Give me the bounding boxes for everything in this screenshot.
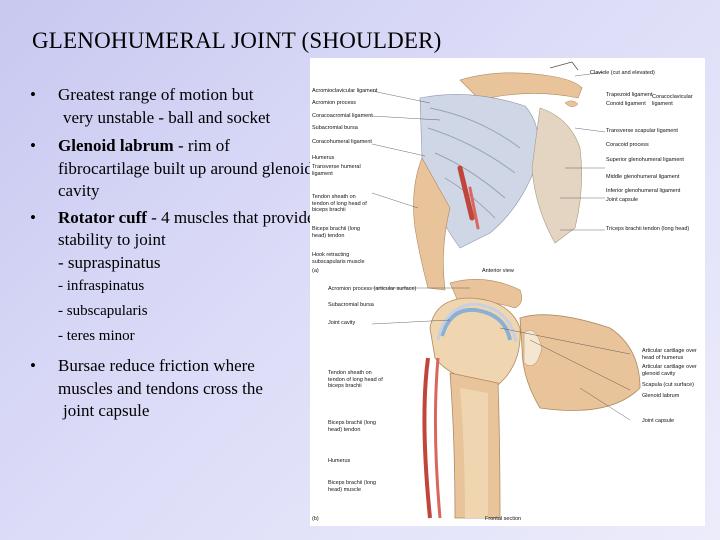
label-frontal-section: Frontal section [485, 516, 522, 522]
term-glenoid-labrum: Glenoid labrum [58, 136, 174, 155]
bullet-glyph: • [30, 136, 36, 155]
label-transverse-scapular-ligament: Transverse scapular ligament [606, 128, 678, 134]
label-acromioclavicular-ligament: Acromioclavicular ligament [312, 88, 378, 94]
label-joint-capsule-bottom: Joint capsule [642, 418, 675, 424]
anterior-view-illustration [413, 61, 583, 291]
bullet-bursae: • Bursae reduce friction where muscles a… [30, 355, 320, 423]
label-biceps-tendon-bottom: Biceps brachii (long head) tendon [328, 420, 376, 433]
label-joint-capsule-top: Joint capsule [606, 197, 639, 203]
label-conoid-ligament: Conoid ligament [606, 101, 646, 107]
label-clavicle: Clavicle (cut and elevated) [590, 70, 655, 76]
label-inferior-glenohumeral: Inferior glenohumeral ligament [606, 188, 681, 194]
label-biceps-muscle: Biceps brachii (long head) muscle [328, 480, 376, 493]
label-superior-glenohumeral: Superior glenohumeral ligament [606, 157, 684, 163]
label-acromion-articular: Acromion process (articular surface) [328, 286, 417, 292]
bullet-glenoid-labrum: • Glenoid labrum - rim of fibrocartilage… [30, 135, 320, 203]
label-humerus: Humerus [312, 155, 335, 161]
label-glenoid-labrum: Glenoid labrum [642, 393, 680, 399]
label-anterior-view: Anterior view [482, 268, 514, 274]
label-articular-cartilage-glenoid: Articular cartilage over glenoid cavity [642, 364, 697, 377]
label-coracoid-process: Coracoid process [606, 142, 649, 148]
label-coracoclavicular-ligament: Coracoclavicular ligament [652, 94, 693, 107]
sub-item-teres-minor: - teres minor [58, 328, 135, 344]
shoulder-anatomy-figure: Acromioclavicular ligament Acromion proc… [310, 58, 705, 526]
label-hook-retracting: Hook retracting subscapularis muscle [312, 252, 365, 265]
bullet-glyph: • [30, 207, 36, 227]
bullet-text-line: very unstable - ball and socket [63, 107, 271, 127]
label-trapezoid-ligament: Trapezoid ligament [606, 92, 653, 98]
label-corner-b: (b) [312, 516, 319, 522]
label-middle-glenohumeral: Middle glenohumeral ligament [606, 174, 680, 180]
bullet-list: • Greatest range of motion but very unst… [30, 84, 320, 423]
bullet-text-line: muscles and tendons cross the [58, 378, 263, 398]
bullet-glyph: • [30, 356, 36, 375]
bullet-text-line: Greatest range of motion but [58, 85, 254, 104]
label-biceps-tendon: Biceps brachii (long head) tendon [312, 226, 360, 239]
sub-item-infraspinatus: - infraspinatus [58, 278, 145, 294]
bullet-text: - rim of fibrocartilage built up around … [58, 136, 313, 200]
label-transverse-humeral-ligament: Transverse humeral ligament [312, 164, 361, 177]
bullet-rotator-cuff: • Rotator cuff - 4 muscles that provide … [30, 207, 320, 350]
label-subacromial-bursa-bottom: Subacromial bursa [328, 302, 374, 308]
label-coracoacromial-ligament: Coracoacromial ligament [312, 113, 373, 119]
label-coracohumeral-ligament: Coracohumeral ligament [312, 139, 372, 145]
label-humerus-bottom: Humerus [328, 458, 351, 464]
frontal-section-illustration [422, 279, 641, 519]
slide-title: GLENOHUMERAL JOINT (SHOULDER) [32, 28, 442, 53]
bullet-text-line: Bursae reduce friction where [58, 356, 255, 375]
label-subacromial-bursa: Subacromial bursa [312, 125, 358, 131]
label-tendon-sheath-bottom: Tendon sheath on tendon of long head of … [328, 370, 383, 389]
sub-item-supraspinatus: - supraspinatus [58, 252, 161, 272]
leader-lines [371, 71, 631, 421]
bullet-glyph: • [30, 85, 36, 104]
label-triceps-tendon: Triceps brachii tendon (long head) [606, 226, 690, 232]
label-joint-cavity: Joint cavity [328, 320, 356, 326]
label-scapula: Scapula (cut surface) [642, 382, 694, 388]
bullet-text-line: joint capsule [63, 401, 150, 420]
bullet-range-of-motion: • Greatest range of motion but very unst… [30, 84, 320, 129]
label-articular-cartilage-humerus: Articular cartilage over head of humerus [642, 348, 697, 361]
sub-item-subscapularis: - subscapularis [58, 303, 148, 319]
term-rotator-cuff: Rotator cuff [58, 207, 147, 227]
bullet-text: - 4 muscles that provide stability to jo… [58, 207, 315, 250]
shoulder-illustration [371, 61, 641, 519]
label-corner-a: (a) [312, 268, 319, 274]
label-acromion-process: Acromion process [312, 100, 357, 106]
label-tendon-sheath: Tendon sheath on tendon of long head of … [312, 194, 367, 213]
